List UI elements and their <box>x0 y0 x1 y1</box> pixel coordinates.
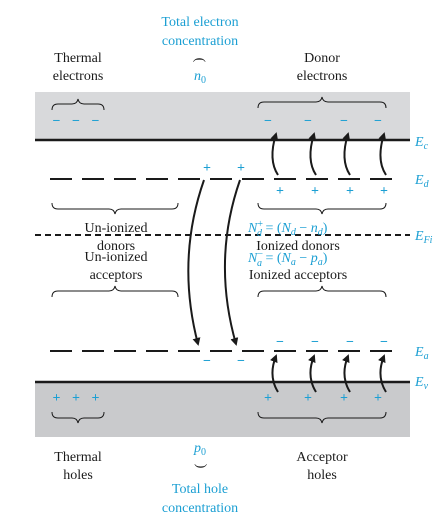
unionized-donors-brace <box>51 202 179 215</box>
p0-symbol: p0 <box>193 441 206 458</box>
svg-text:+: + <box>374 391 382 406</box>
top-paren: ( <box>192 58 207 63</box>
unionized-acceptors-label-1: Un-ionized <box>85 250 148 265</box>
svg-text:+: + <box>380 184 388 199</box>
ec-label: Ec <box>414 135 429 152</box>
thermal-holes-label-2: holes <box>63 468 93 483</box>
ionized-acceptors-formula: N−a = (Na − pa) <box>247 249 328 269</box>
ionized-donors-formula: N+d = (Nd − nd) <box>247 219 328 239</box>
svg-text:+: + <box>340 391 348 406</box>
bottom-paren: ( <box>193 463 208 468</box>
ea-label: Ea <box>414 345 429 362</box>
svg-text:−: − <box>237 354 245 369</box>
donor-electron-minus-group: − − − − <box>264 114 382 129</box>
svg-text:−: − <box>276 335 284 350</box>
svg-text:−: − <box>311 335 319 350</box>
donor-electrons-label-2: electrons <box>297 69 348 84</box>
thermal-holes-label-1: Thermal <box>54 450 102 465</box>
thermal-holes-plus: + + + <box>53 391 104 406</box>
compensated-acceptor-minus-group: − − <box>203 354 245 369</box>
svg-text:−: − <box>264 114 272 129</box>
svg-text:−: − <box>340 114 348 129</box>
thermal-holes-brace <box>51 411 105 424</box>
thermal-electrons-label-2: electrons <box>53 69 104 84</box>
svg-text:+: + <box>237 161 245 176</box>
svg-text:+: + <box>311 184 319 199</box>
svg-text:−: − <box>203 354 211 369</box>
donor-ionization-arrows <box>270 132 387 176</box>
total-hole-label-2: concentration <box>162 501 238 516</box>
n0-symbol: n0 <box>194 69 206 86</box>
total-hole-label-1: Total hole <box>172 482 228 497</box>
valence-band <box>35 382 410 437</box>
donor-electrons-brace <box>257 96 387 109</box>
unionized-acceptors-label-2: acceptors <box>90 268 143 283</box>
acceptor-holes-label-2: holes <box>307 468 337 483</box>
svg-text:−: − <box>380 335 388 350</box>
unionized-donors-label-2: donors <box>97 239 135 254</box>
thermal-electrons-label-1: Thermal <box>54 51 102 66</box>
svg-text:−: − <box>346 335 354 350</box>
total-electron-label-1: Total electron <box>161 15 238 30</box>
ionized-donor-plus-group: + + + + <box>276 184 388 199</box>
efi-label: EFi <box>414 229 433 246</box>
compensating-donor-plus-group: + + <box>203 161 245 176</box>
unionized-acceptors-brace <box>51 285 179 298</box>
svg-text:+: + <box>276 184 284 199</box>
unionized-donors-label-1: Un-ionized <box>85 221 148 236</box>
ionized-donors-caption: Ionized donors <box>256 239 340 254</box>
ed-label: Ed <box>414 173 430 190</box>
thermal-electrons-brace <box>51 98 105 111</box>
ionized-donors-brace <box>257 202 387 215</box>
ionized-acceptors-brace <box>257 285 387 298</box>
ev-label: Ev <box>414 375 429 392</box>
svg-text:+: + <box>346 184 354 199</box>
donor-electrons-label-1: Donor <box>304 51 340 66</box>
svg-text:−: − <box>304 114 312 129</box>
ionized-acceptors-caption: Ionized acceptors <box>249 268 347 283</box>
svg-text:+: + <box>304 391 312 406</box>
acceptor-holes-brace <box>257 411 387 424</box>
svg-text:−: − <box>374 114 382 129</box>
thermal-electrons-minus: − − − <box>53 114 104 129</box>
svg-text:+: + <box>203 161 211 176</box>
conduction-band <box>35 92 410 140</box>
svg-text:+: + <box>264 391 272 406</box>
acceptor-holes-label-1: Acceptor <box>296 450 348 465</box>
compensation-arrows <box>187 179 241 346</box>
acceptor-ionization-arrows <box>270 354 387 393</box>
acceptor-holes-plus-group: + + + + <box>264 391 382 406</box>
ionized-acceptor-minus-group: − − − − <box>276 335 388 350</box>
total-electron-label-2: concentration <box>162 34 238 49</box>
